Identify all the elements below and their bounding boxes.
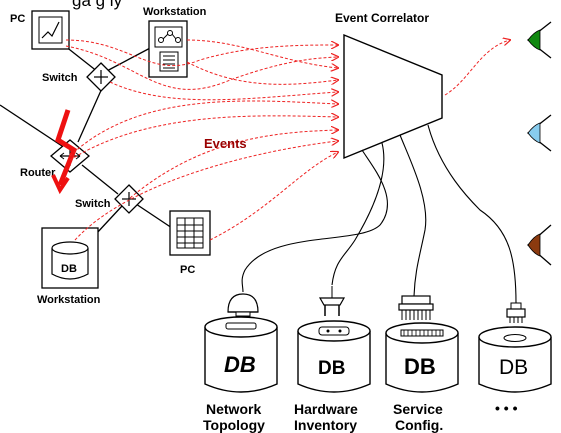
db-hardware-glyph: DB: [318, 358, 345, 379]
observer-eye-brown: [527, 224, 552, 266]
network-topology: [0, 45, 173, 235]
pc-top-label: PC: [10, 13, 25, 25]
workstation-db-glyph: DB: [61, 263, 77, 275]
db-hardware-label-2: Inventory: [294, 417, 357, 433]
db-network-topology: DB Network Topology: [203, 316, 278, 433]
router-label: Router: [20, 167, 56, 179]
lightning-icon: [51, 109, 78, 195]
pc-bottom: PC: [169, 210, 211, 276]
router: Router: [20, 139, 91, 179]
switch-top: Switch: [42, 62, 116, 92]
event-lines: [65, 40, 510, 241]
connector-more: [506, 302, 526, 323]
db-service-glyph: DB: [404, 354, 436, 379]
pc-bottom-label: PC: [180, 264, 195, 276]
db-hardware-inventory: DB Hardware Inventory: [294, 320, 371, 433]
connector-service: [398, 295, 434, 320]
db-service-config: DB Service Config.: [385, 322, 459, 433]
more-indicator: • • •: [495, 400, 518, 416]
db-service-label-2: Config.: [395, 417, 443, 433]
db-hardware-label-1: Hardware: [294, 401, 358, 417]
db-network-label-2: Topology: [203, 417, 265, 433]
header-fragment: ga g ly: [72, 0, 123, 10]
observer-eye-green: [526, 21, 552, 59]
events-label: Events: [204, 136, 247, 151]
cables: [241, 124, 517, 304]
db-additional: DB: [478, 326, 552, 393]
pc-top: PC: [10, 10, 70, 50]
db-additional-glyph: DB: [499, 356, 528, 379]
connector-hardware: [318, 286, 346, 316]
switch-bottom: Switch: [75, 184, 144, 214]
db-service-label-1: Service: [393, 401, 443, 417]
db-network-label-1: Network: [206, 401, 261, 417]
workstation-top-label: Workstation: [143, 6, 207, 18]
event-correlator: Event Correlator: [335, 11, 443, 160]
event-correlator-title: Event Correlator: [335, 11, 429, 25]
db-network-glyph: DB: [224, 352, 256, 377]
observer-eye-blue: [526, 114, 552, 152]
switch-top-label: Switch: [42, 72, 78, 84]
connector-network: [227, 293, 259, 317]
workstation-top: Workstation: [143, 6, 207, 78]
switch-bottom-label: Switch: [75, 198, 111, 210]
workstation-bottom: DB Workstation: [37, 227, 101, 306]
workstation-bottom-label: Workstation: [37, 294, 101, 306]
